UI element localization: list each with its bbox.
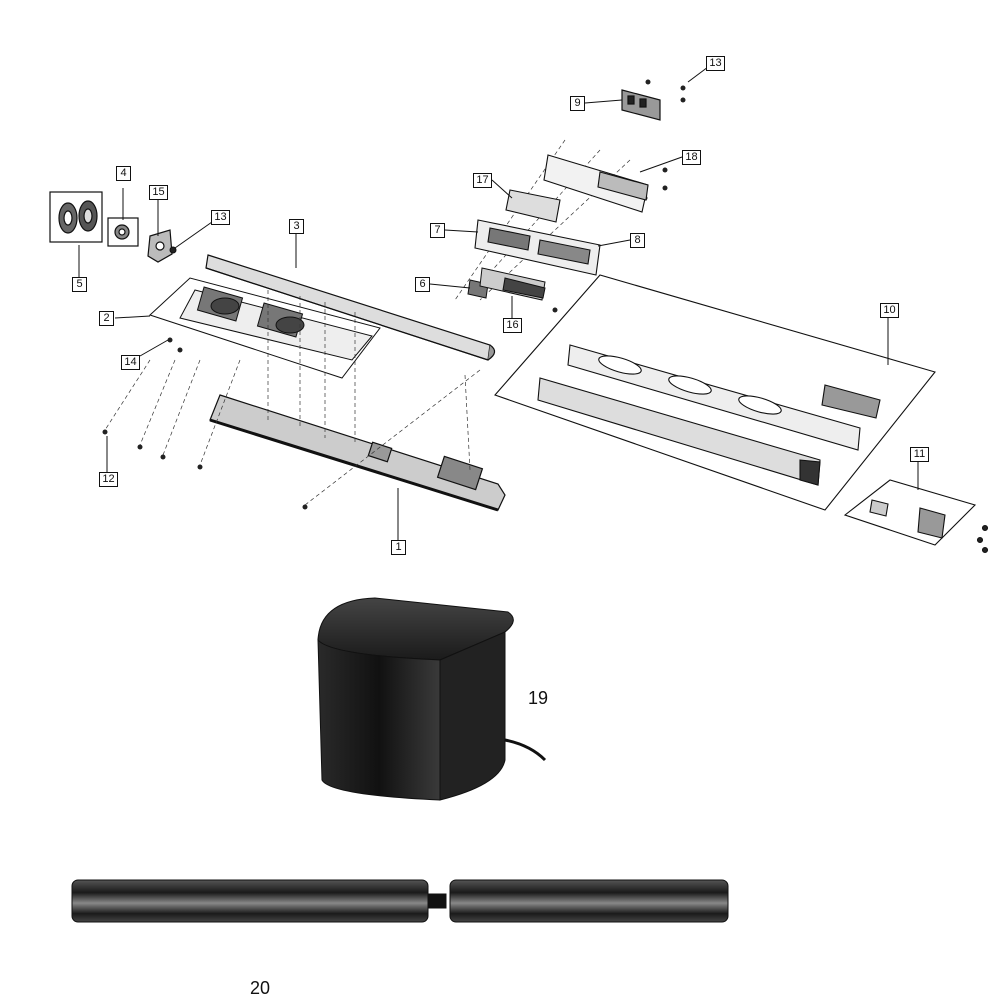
- callout-6: 6: [415, 277, 430, 292]
- part-9-connector-plate: [621, 89, 661, 121]
- callout-4: 4: [116, 166, 131, 181]
- callout-14: 14: [121, 355, 140, 370]
- part-1-front-housing: [209, 394, 506, 512]
- label-19: 19: [528, 688, 549, 708]
- callout-3: 3: [289, 219, 304, 234]
- callout-17: 17: [473, 173, 492, 188]
- part-4-module: [107, 217, 139, 247]
- part-17-board: [505, 189, 561, 223]
- callout-2: 2: [99, 311, 114, 326]
- callout-16: 16: [503, 318, 522, 333]
- part-3-top-cover: [205, 254, 496, 361]
- part-18-rear-panel: [543, 154, 649, 213]
- callout-7: 7: [430, 223, 445, 238]
- part-16-heatsink: [479, 267, 546, 301]
- callout-12: 12: [99, 472, 118, 487]
- callout-13-top: 13: [706, 56, 725, 71]
- callout-13-left: 13: [211, 210, 230, 225]
- part-10-rear-housing: [494, 274, 936, 511]
- part-11-kit: [843, 479, 989, 554]
- part-20-tubes: [71, 879, 729, 923]
- label-20: 20: [250, 978, 271, 998]
- screw-13-left: [169, 246, 177, 254]
- callout-1: 1: [391, 540, 406, 555]
- callout-10: 10: [880, 303, 899, 318]
- callout-9: 9: [570, 96, 585, 111]
- part-19-subwoofer: [317, 597, 547, 801]
- part-2-chassis: [149, 277, 381, 379]
- callout-15: 15: [149, 185, 168, 200]
- callout-18: 18: [682, 150, 701, 165]
- loose-screws: [102, 79, 686, 510]
- part-5-speaker-pair: [49, 191, 103, 243]
- callout-5: 5: [72, 277, 87, 292]
- callout-11: 11: [910, 447, 929, 462]
- callout-8: 8: [630, 233, 645, 248]
- callout-leader-lines: [78, 63, 919, 540]
- part-15-bracket: [147, 229, 173, 263]
- part-7-8-main-board: [474, 219, 601, 276]
